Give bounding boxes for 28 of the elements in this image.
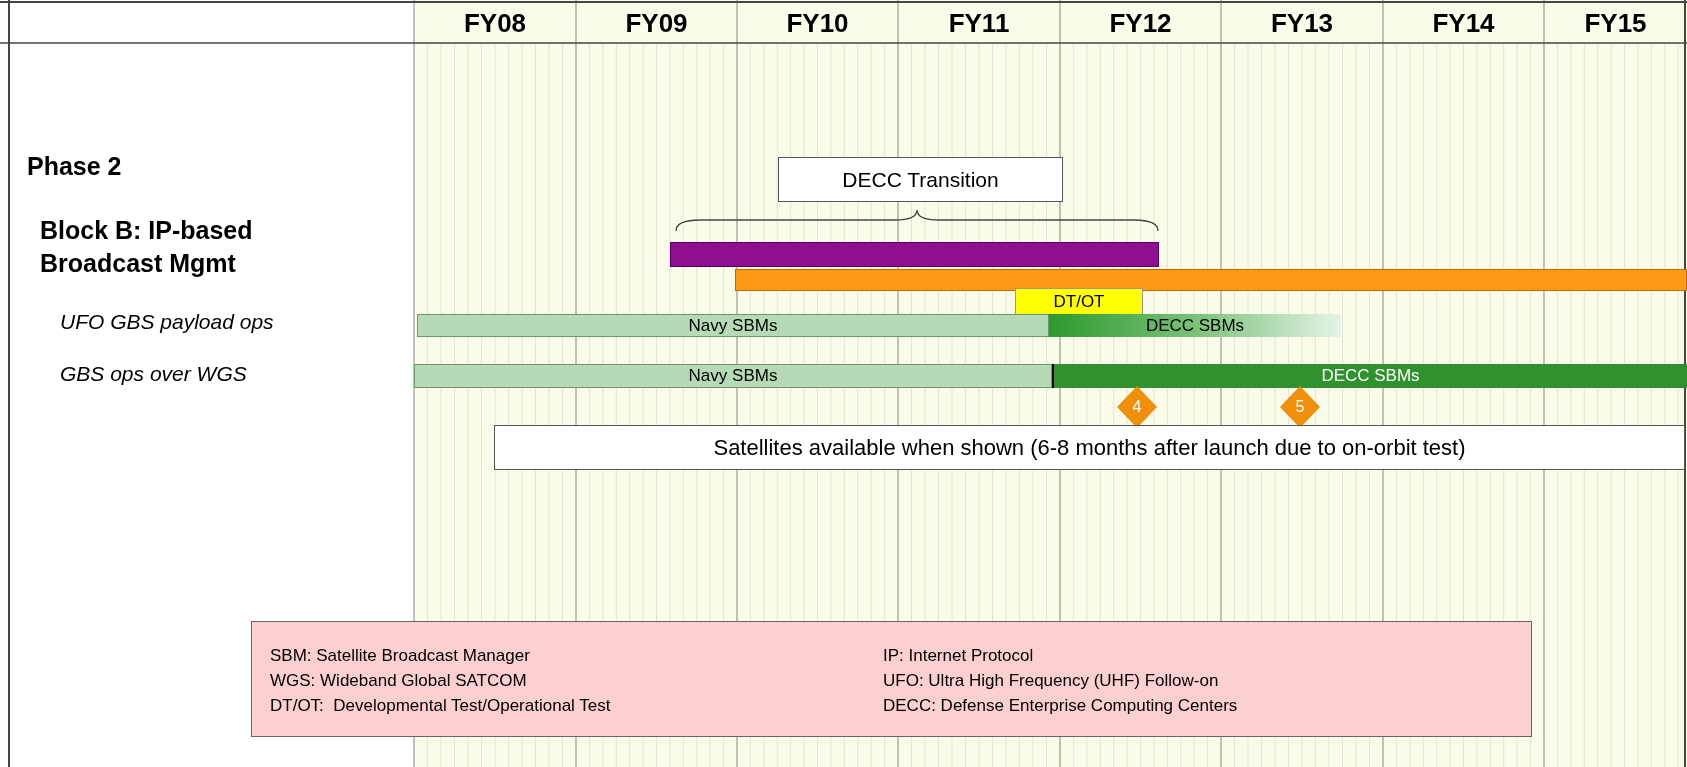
section-heading: Phase 2 (27, 152, 122, 181)
timeline-bar: Navy SBMs (417, 314, 1049, 337)
year-header: FY11 (947, 6, 1011, 40)
year-header: FY13 (1269, 6, 1335, 40)
definition-text: UFO: Ultra High Frequency (UHF) Follow-on (883, 671, 1219, 691)
note-box: Satellites available when shown (6-8 months after launch due to on-orbit test) (494, 425, 1685, 470)
definition-text: DT/OT: Developmental Test/Operational Test (270, 696, 611, 716)
block-heading: Block B: IP-based Broadcast Mgmt (40, 215, 254, 279)
definitions-panel (251, 621, 1532, 737)
timeline-bar: DECC SBMs (1052, 364, 1687, 388)
definition-text: DECC: Defense Enterprise Computing Centers (883, 696, 1238, 716)
milestone-label: DT/OT (1015, 288, 1143, 315)
row-label: UFO GBS payload ops (60, 310, 274, 334)
year-header: FY12 (1108, 6, 1173, 40)
year-header: FY09 (624, 6, 689, 40)
definition-text: IP: Internet Protocol (883, 646, 1034, 666)
timeline-bar (735, 269, 1687, 291)
timeline-bar (670, 242, 1159, 267)
year-header: FY15 (1583, 6, 1648, 40)
row-label: GBS ops over WGS (60, 362, 247, 386)
year-header: FY08 (462, 6, 528, 40)
callout-box: DECC Transition (778, 157, 1063, 202)
definition-text: WGS: Wideband Global SATCOM (270, 671, 527, 691)
year-header: FY14 (1431, 6, 1496, 40)
year-header: FY10 (785, 6, 850, 40)
timeline-bar: DECC SBMs (1049, 314, 1341, 337)
definition-text: SBM: Satellite Broadcast Manager (270, 646, 530, 666)
timeline-bar: Navy SBMs (414, 364, 1052, 388)
